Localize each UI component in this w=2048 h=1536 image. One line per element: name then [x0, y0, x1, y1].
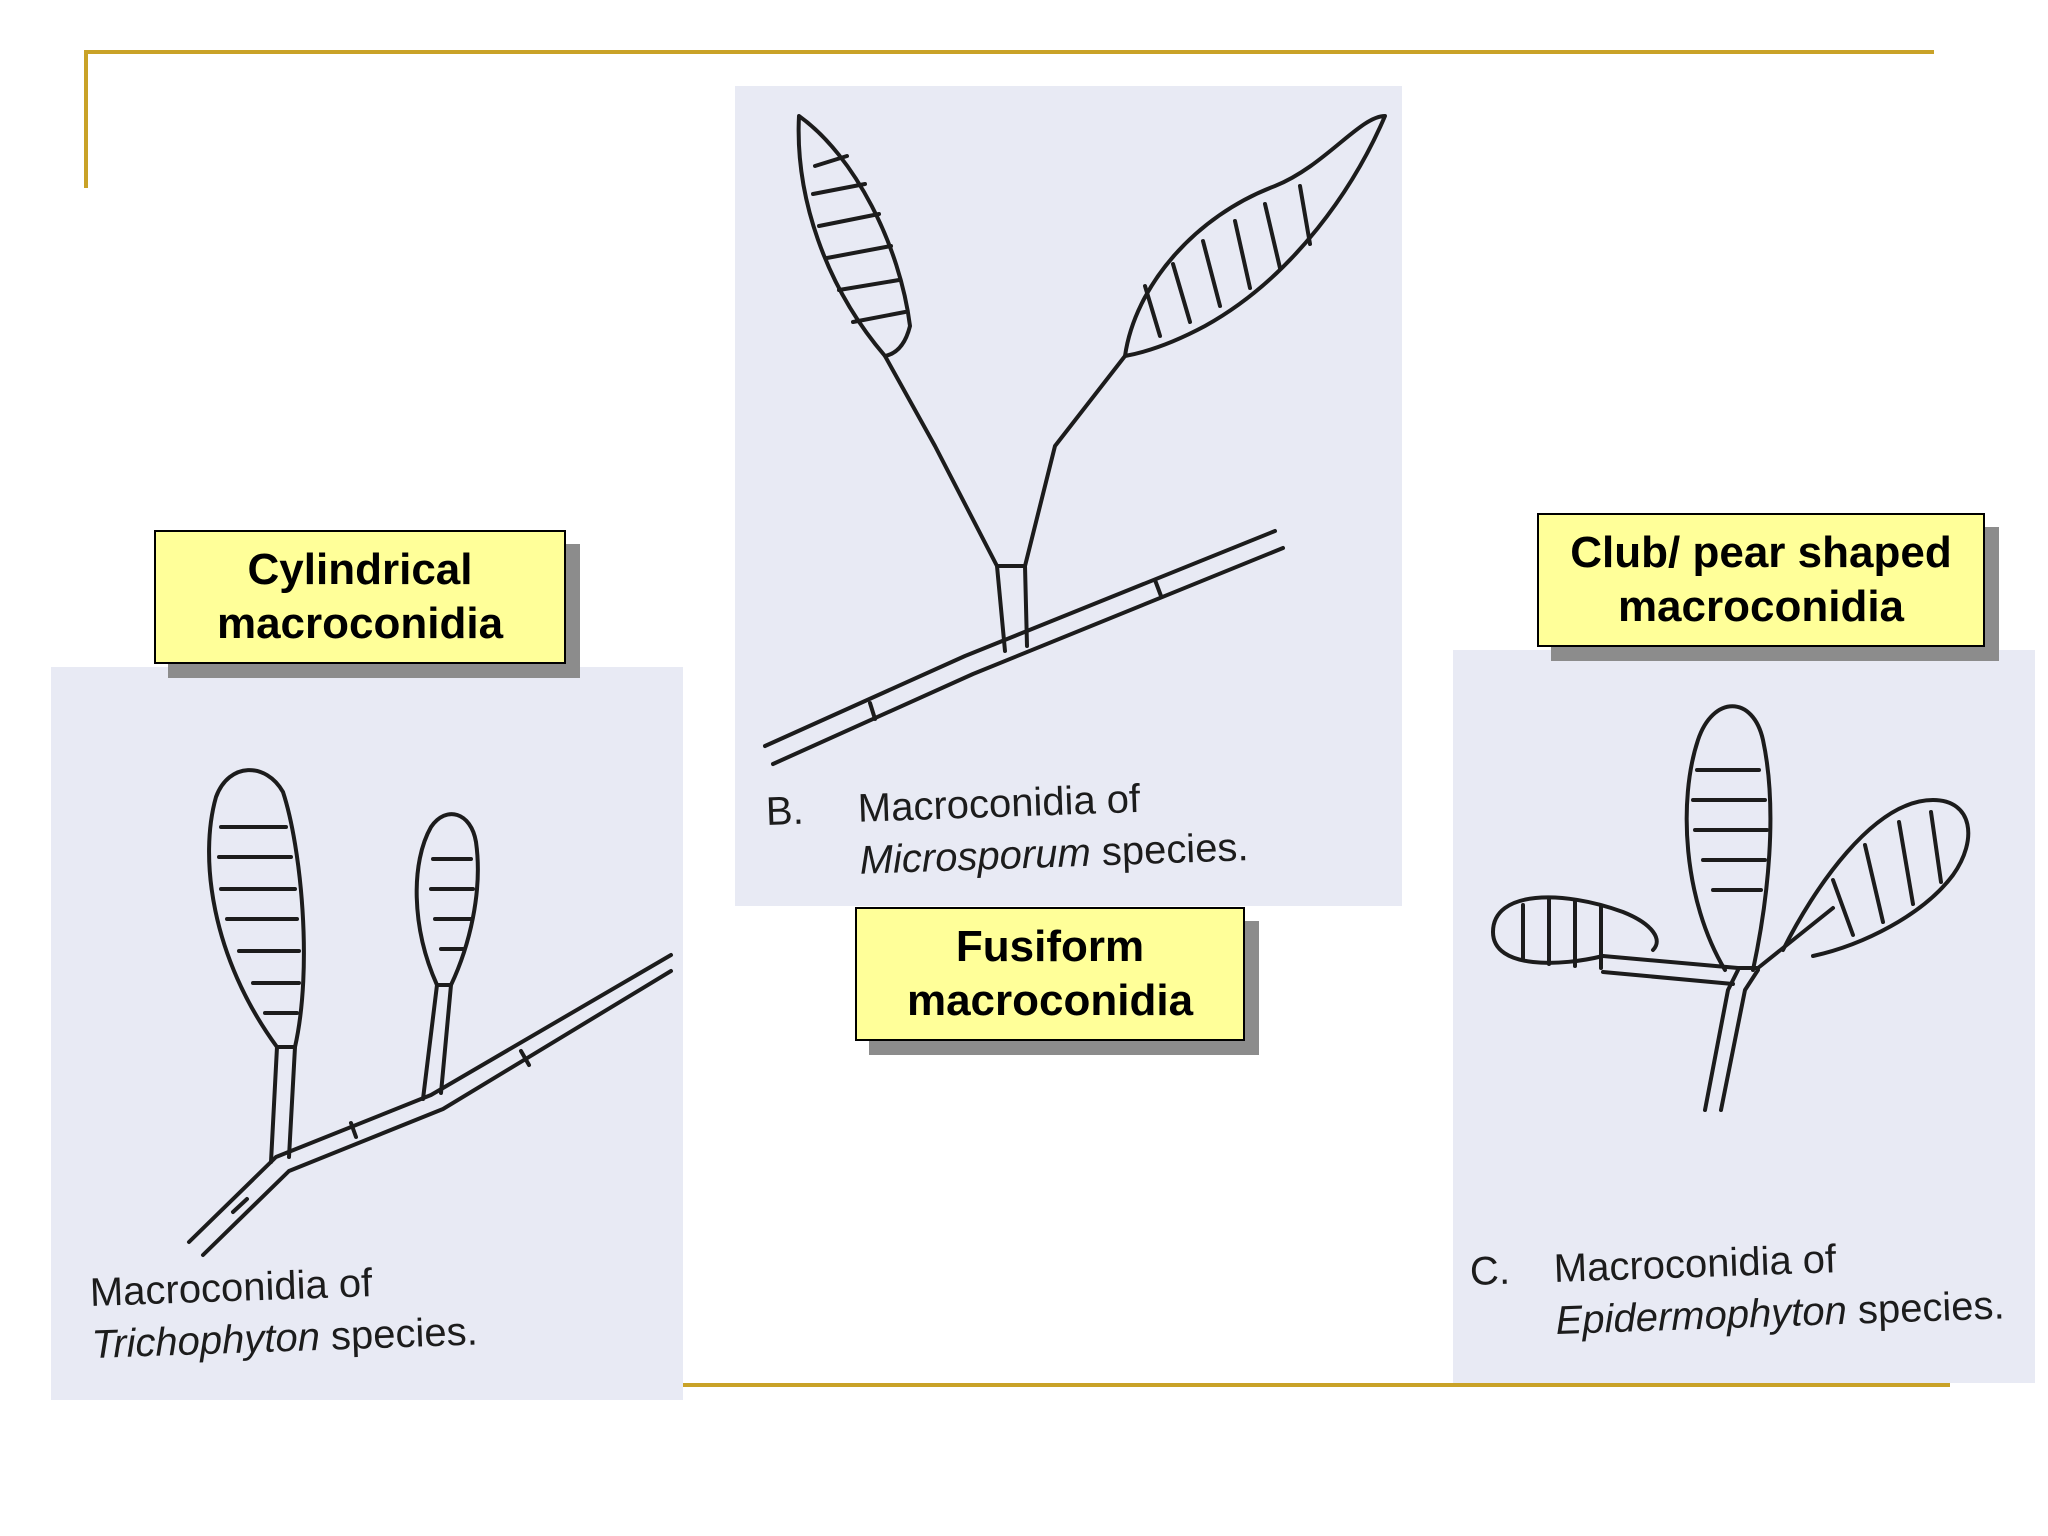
- microsporum-drawing: [763, 114, 1387, 766]
- microsporum-genus: Microsporum: [858, 830, 1092, 883]
- epidermophyton-suffix: species.: [1846, 1283, 2006, 1333]
- epidermophyton-drawing: [1491, 704, 1971, 1112]
- club-label-text: Club/ pear shaped macroconidia: [1570, 526, 1951, 634]
- microsporum-caption: B. Macroconidia of Microsporum species.: [765, 769, 1249, 890]
- trichophyton-drawing: [187, 768, 673, 1257]
- fusiform-label-text: Fusiform macroconidia: [907, 920, 1193, 1028]
- microsporum-suffix: species.: [1089, 825, 1250, 875]
- cylindrical-label: Cylindrical macroconidia: [154, 530, 566, 664]
- trichophyton-genus: Trichophyton: [90, 1314, 321, 1367]
- epidermophyton-genus: Epidermophyton: [1554, 1288, 1848, 1344]
- fusiform-label-line2: macroconidia: [906, 976, 1194, 1025]
- cylindrical-label-line2: macroconidia: [216, 599, 504, 648]
- trichophyton-caption: Macroconidia of Trichophyton species.: [89, 1254, 479, 1371]
- club-label: Club/ pear shaped macroconidia: [1537, 513, 1985, 647]
- trichophyton-suffix: species.: [319, 1309, 479, 1359]
- epidermophyton-figure: C. Macroconidia of Epidermophyton species…: [1453, 650, 2035, 1383]
- epidermophyton-letter: C.: [1469, 1248, 1511, 1294]
- cylindrical-label-line1: Cylindrical: [247, 545, 473, 594]
- fusiform-label: Fusiform macroconidia: [855, 907, 1245, 1041]
- microsporum-figure: B. Macroconidia of Microsporum species.: [735, 86, 1402, 906]
- epidermophyton-caption-text: Macroconidia of: [1553, 1237, 1837, 1292]
- club-label-line1: Club/ pear shaped: [1570, 528, 1952, 577]
- club-label-line2: macroconidia: [1617, 582, 1905, 631]
- microsporum-caption-text: Macroconidia of: [857, 776, 1141, 831]
- cylindrical-label-text: Cylindrical macroconidia: [217, 543, 503, 651]
- bottom-rule: [680, 1383, 1950, 1387]
- epidermophyton-caption: C. Macroconidia of Epidermophyton species…: [1469, 1227, 2005, 1350]
- trichophyton-figure: Macroconidia of Trichophyton species.: [51, 667, 683, 1400]
- left-rule: [84, 50, 88, 188]
- fusiform-label-line1: Fusiform: [955, 922, 1145, 971]
- top-rule: [84, 50, 1934, 54]
- microsporum-letter: B.: [765, 788, 805, 834]
